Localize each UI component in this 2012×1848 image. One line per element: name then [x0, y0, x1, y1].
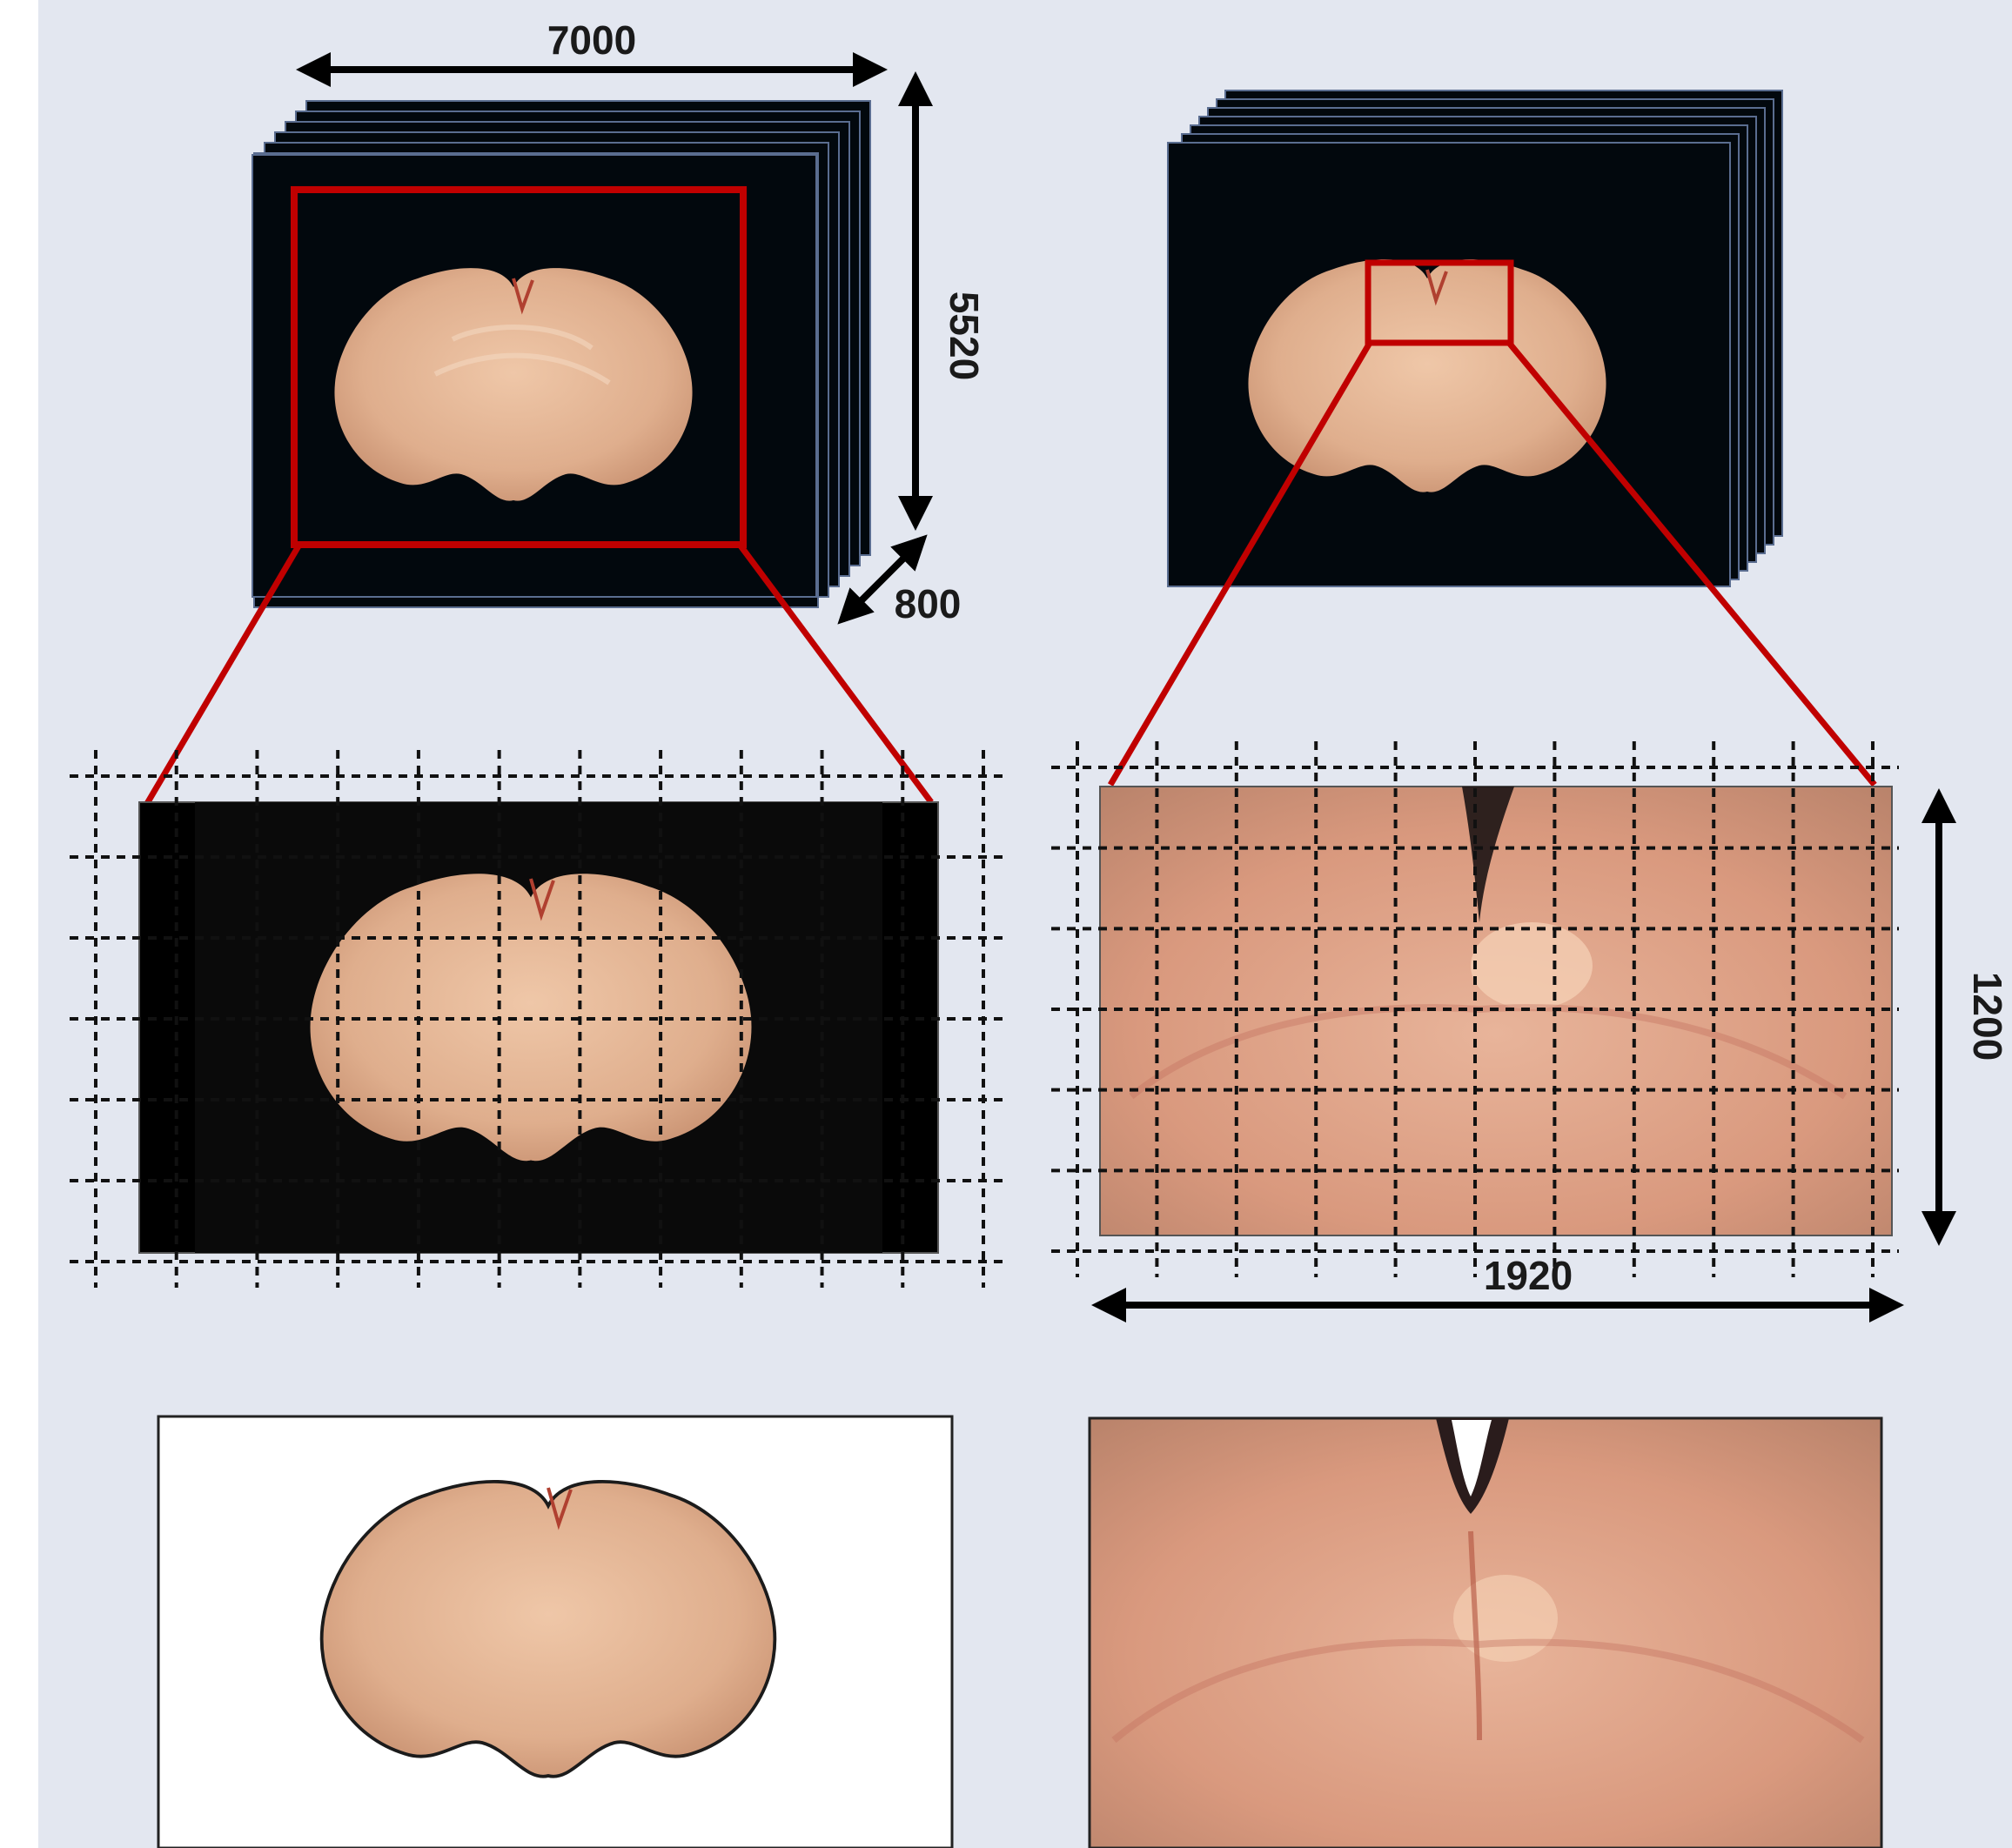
brain-section-image [334, 268, 692, 501]
tile-width-label: 1920 [1484, 1253, 1573, 1298]
enhanced-tile [1090, 1418, 1881, 1848]
height-label: 5520 [942, 291, 987, 380]
width-label: 7000 [547, 17, 636, 63]
gridded-slice-left [70, 750, 1009, 1288]
stack-left [252, 101, 870, 607]
gridded-tile-right [1051, 741, 1899, 1277]
segmented-slice [158, 1416, 952, 1848]
tile-height-label: 1200 [1965, 972, 2010, 1061]
depth-label: 800 [895, 581, 962, 626]
stack-right [1168, 90, 1782, 586]
